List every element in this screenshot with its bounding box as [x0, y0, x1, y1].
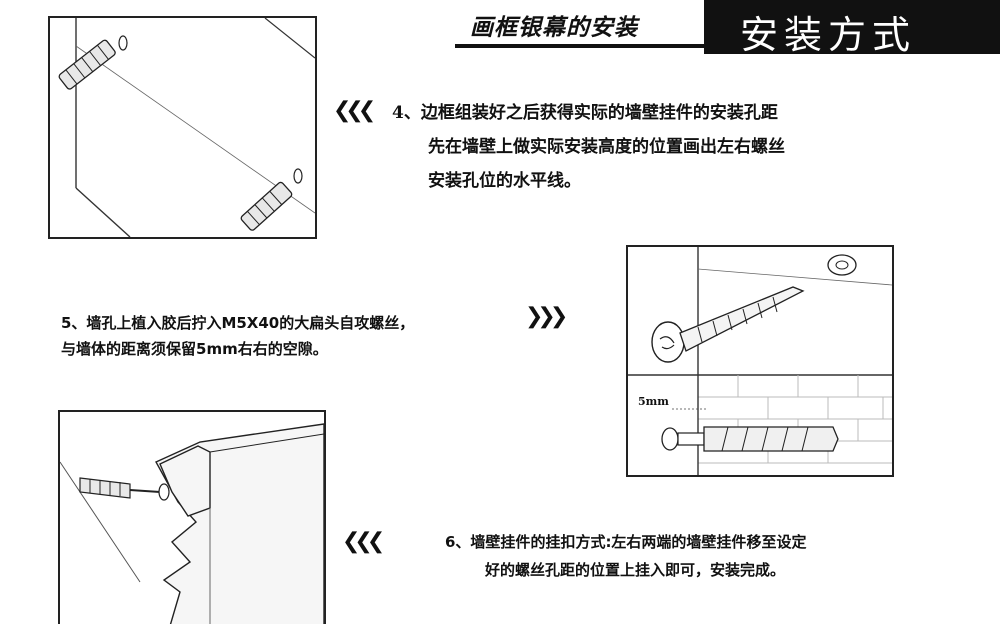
step-4-line-2: 先在墙壁上做实际安装高度的位置画出左右螺丝 [428, 137, 785, 157]
arrow-left-icon: ❮❮❮ [342, 529, 385, 554]
frame-profile [155, 423, 324, 624]
step-6-line-1: 6、墙壁挂件的挂扣方式:左右两端的墙壁挂件移至设定 [445, 533, 807, 551]
step-6-text: 6、墙壁挂件的挂扣方式:左右两端的墙壁挂件移至设定 好的螺丝孔距的位置上挂入即可… [445, 528, 895, 584]
anchor-icon-bottom [240, 181, 293, 231]
header-title: 安装方式 [740, 13, 917, 57]
arrow-right-icon: ❯❯❯ [525, 304, 568, 329]
anchor-icon-top [58, 39, 116, 90]
step-4-line-1: 4、边框组装好之后获得实际的墙壁挂件的安装孔距 [392, 103, 778, 123]
step-5-line-1: 5、墙孔上植入胶后拧入M5X40的大扁头自攻螺丝， [61, 314, 415, 332]
illustration-frame-hanger [58, 410, 326, 624]
header-underline [455, 44, 705, 48]
anchor-screw-icon [661, 426, 839, 452]
step-4-text: 4、边框组装好之后获得实际的墙壁挂件的安装孔距 先在墙壁上做实际安装高度的位置画… [392, 96, 892, 198]
step-6-line-2: 好的螺丝孔距的位置上挂入即可，安装完成。 [485, 561, 786, 579]
step-5-text: 5、墙孔上植入胶后拧入M5X40的大扁头自攻螺丝， 与墙体的距离须保留5mm右右… [61, 310, 481, 362]
arrow-left-icon: ❮❮❮ [333, 98, 376, 123]
screw-icon [651, 286, 805, 363]
step-4-line-3: 安装孔位的水平线。 [428, 171, 581, 191]
step-5-line-2: 与墙体的距离须保留5mm右右的空隙。 [61, 340, 328, 358]
illustration-screw-installation: 5mm [626, 245, 894, 477]
illustration-wall-anchors [48, 16, 317, 239]
header-title-box [704, 0, 1000, 54]
washer-icon [827, 254, 857, 276]
header-subtitle: 画框银幕的安装 [470, 15, 638, 41]
gap-label: 5mm [638, 395, 669, 408]
anchor-icon [79, 477, 170, 501]
